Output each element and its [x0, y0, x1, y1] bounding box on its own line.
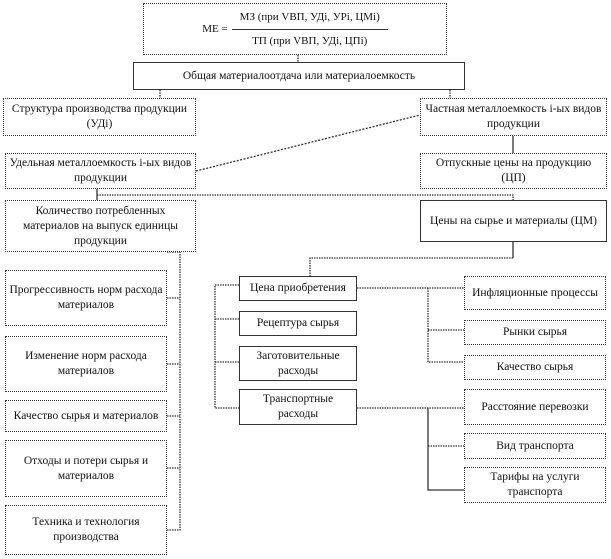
formula-numerator: МЗ (при VВП, УДi, УРi, ЦМi) [231, 10, 388, 30]
material-prices-box: Цены на сырье и материалы (ЦМ) [420, 200, 607, 242]
structure-box: Структура производства продукции (УДi) [3, 98, 196, 136]
root-box: Общая материалоотдача или материалоемкос… [133, 62, 465, 90]
middle-factor-box: Транспортные расходы [239, 389, 357, 425]
formula-lhs: МЕ = [202, 22, 228, 35]
left-factor-box: Прогрессивность норм расхода материалов [5, 270, 167, 326]
middle-factor-box: Заготовительные расходы [239, 346, 357, 381]
middle-factor-box: Цена приобретения [239, 276, 357, 301]
formula-fraction: МЗ (при VВП, УДi, УРi, ЦМi) ТП (при VВП,… [231, 10, 388, 49]
partial-intensity-box: Частная металлоемкость i-ых видов продук… [420, 98, 607, 136]
transport-factor-box: Вид транспорта [464, 433, 606, 459]
product-prices-box: Отпускные цены на продукцию (ЦП) [420, 153, 607, 189]
transport-factor-box: Расстояние перевозки [464, 389, 606, 425]
middle-factor-box: Рецептура сырья [239, 311, 357, 336]
left-factor-box: Качество сырья и материалов [5, 400, 167, 432]
formula-box: МЕ = МЗ (при VВП, УДi, УРi, ЦМi) ТП (при… [143, 3, 447, 55]
left-factor-box: Техника и технология производства [5, 505, 167, 555]
left-factor-box: Изменение норм расхода материалов [5, 336, 167, 392]
purchase-factor-box: Качество сырья [464, 355, 606, 380]
transport-factor-box: Тарифы на услуги транспорта [464, 467, 606, 503]
left-factor-box: Отходы и потери сырья и материалов [5, 440, 167, 497]
purchase-factor-box: Инфляционные процессы [464, 276, 606, 310]
formula-denominator: ТП (при VВП, УДi, ЦПi) [252, 34, 368, 47]
materials-quantity-box: Количество потребленных материалов на вы… [5, 200, 196, 252]
specific-intensity-box: Удельная металлоемкость i-ых видов проду… [5, 153, 196, 189]
purchase-factor-box: Рынки сырья [464, 320, 606, 345]
